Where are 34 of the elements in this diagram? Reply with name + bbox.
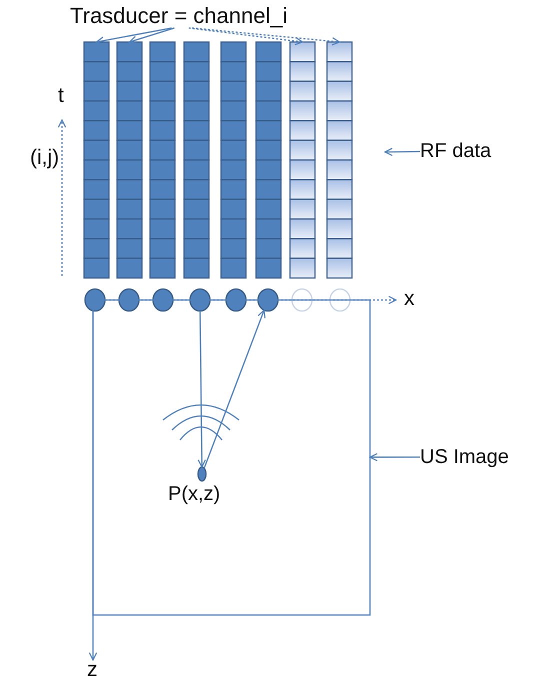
- arrow: [369, 453, 420, 462]
- callout-label: RF data: [420, 140, 492, 162]
- arrow: [96, 27, 172, 45]
- rf-data-column: [116, 41, 143, 279]
- axis-label: z: [87, 658, 98, 682]
- rf-data-column: [183, 41, 210, 279]
- callout-label: US Image: [420, 446, 509, 468]
- transducer-element: [189, 288, 211, 312]
- axis-label: (i,j): [30, 146, 60, 170]
- transducer-element: [118, 288, 140, 312]
- transducer-element: [84, 288, 106, 312]
- rf-data-column: [220, 41, 247, 279]
- arrow: [198, 311, 206, 468]
- axis-label: x: [404, 287, 414, 310]
- transducer-element: [329, 288, 351, 312]
- arrow: [188, 27, 304, 46]
- heading-label: Trasducer = channel_i: [70, 4, 288, 28]
- rf-data-column: [83, 41, 110, 279]
- rf-data-column: [255, 41, 282, 279]
- transducer-element: [152, 288, 174, 312]
- transducer-element: [225, 288, 247, 312]
- rf-data-column: [149, 41, 176, 279]
- arrow: [128, 27, 175, 44]
- point-target: [197, 466, 207, 482]
- rf-data-column: [289, 41, 316, 279]
- arrow: [192, 27, 340, 46]
- axis-label: t: [58, 84, 64, 108]
- transducer-element: [257, 288, 279, 312]
- arrow: [384, 148, 420, 156]
- arrow: [204, 310, 266, 468]
- transducer-element: [291, 288, 313, 312]
- image-area: [92, 299, 371, 616]
- point-label: P(x,z): [168, 483, 220, 505]
- rf-data-column: [326, 41, 353, 279]
